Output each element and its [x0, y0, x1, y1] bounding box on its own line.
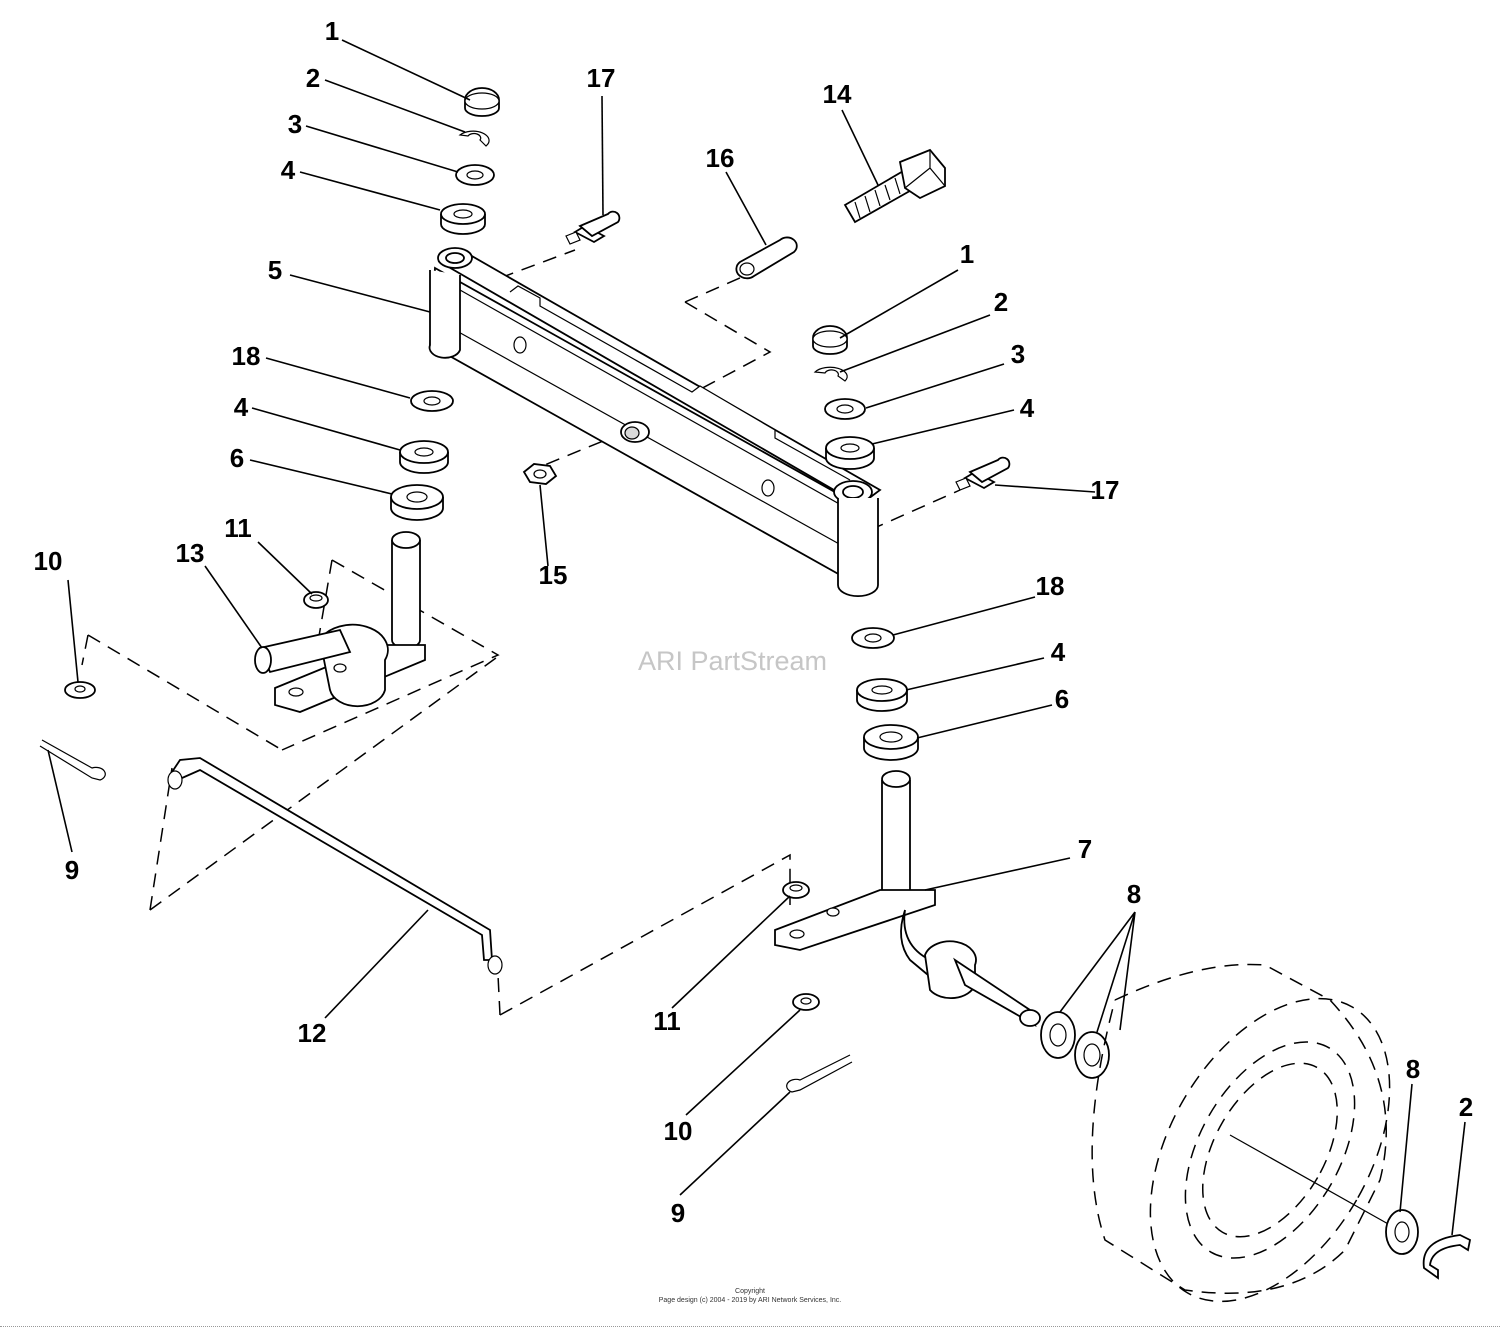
phantom-lines — [81, 249, 961, 1016]
callout-4: 4 — [1020, 393, 1035, 423]
callout-1: 1 — [325, 16, 339, 46]
callout-4: 4 — [281, 155, 296, 185]
callout-17: 17 — [587, 63, 616, 93]
callout-3: 3 — [1011, 339, 1025, 369]
right-lower-washers — [851, 627, 919, 761]
wheel-phantom — [1091, 963, 1391, 1303]
callout-2: 2 — [306, 63, 320, 93]
right-spindle — [774, 770, 1041, 1027]
callout-18: 18 — [232, 341, 261, 371]
callout-2: 2 — [994, 287, 1008, 317]
callout-18: 18 — [1036, 571, 1065, 601]
spindle-washers — [1040, 1011, 1110, 1079]
callout-14: 14 — [823, 79, 852, 109]
callout-7: 7 — [1078, 834, 1092, 864]
axle-nut — [522, 463, 558, 485]
callout-labels: 1 2 3 4 5 18 4 6 17 16 14 1 2 3 4 17 15 … — [34, 16, 1474, 1228]
callout-9: 9 — [671, 1198, 685, 1228]
callout-10: 10 — [34, 546, 63, 576]
wheel-retainer — [1385, 1209, 1472, 1280]
left-spindle-hardware — [39, 591, 329, 781]
left-spindle — [254, 531, 426, 713]
callout-15: 15 — [539, 560, 568, 590]
callout-3: 3 — [288, 109, 302, 139]
copyright-title: Copyright — [735, 1288, 765, 1295]
grease-fitting-left — [565, 210, 621, 245]
pivot-bolt — [843, 148, 946, 224]
callout-11: 11 — [653, 1006, 681, 1036]
callout-9: 9 — [65, 855, 79, 885]
front-axle — [428, 247, 882, 597]
spacer — [735, 236, 798, 280]
tie-rod — [167, 757, 503, 975]
callout-8: 8 — [1406, 1054, 1420, 1084]
left-upper-hardware — [440, 87, 500, 235]
callout-11: 11 — [224, 513, 252, 543]
callout-17: 17 — [1091, 475, 1120, 505]
callout-16: 16 — [706, 143, 735, 173]
leader-lines — [47, 39, 1466, 1236]
watermark: ARI PartStream — [638, 646, 828, 676]
callout-4: 4 — [234, 392, 249, 422]
left-lower-washers — [390, 390, 454, 521]
bottom-rule — [0, 1326, 1500, 1327]
callout-1: 1 — [960, 239, 974, 269]
callout-12: 12 — [298, 1018, 327, 1048]
callout-5: 5 — [268, 255, 282, 285]
right-spindle-hardware — [782, 881, 853, 1093]
callout-8: 8 — [1127, 879, 1141, 909]
callout-2: 2 — [1459, 1092, 1473, 1122]
grease-fitting-right — [955, 456, 1011, 491]
copyright-line: Page design (c) 2004 - 2019 by ARI Netwo… — [658, 1297, 842, 1304]
callout-10: 10 — [664, 1116, 693, 1146]
right-upper-hardware — [812, 325, 875, 470]
callout-6: 6 — [230, 443, 244, 473]
callout-4: 4 — [1051, 637, 1066, 667]
callout-6: 6 — [1055, 684, 1069, 714]
callout-13: 13 — [176, 538, 205, 568]
